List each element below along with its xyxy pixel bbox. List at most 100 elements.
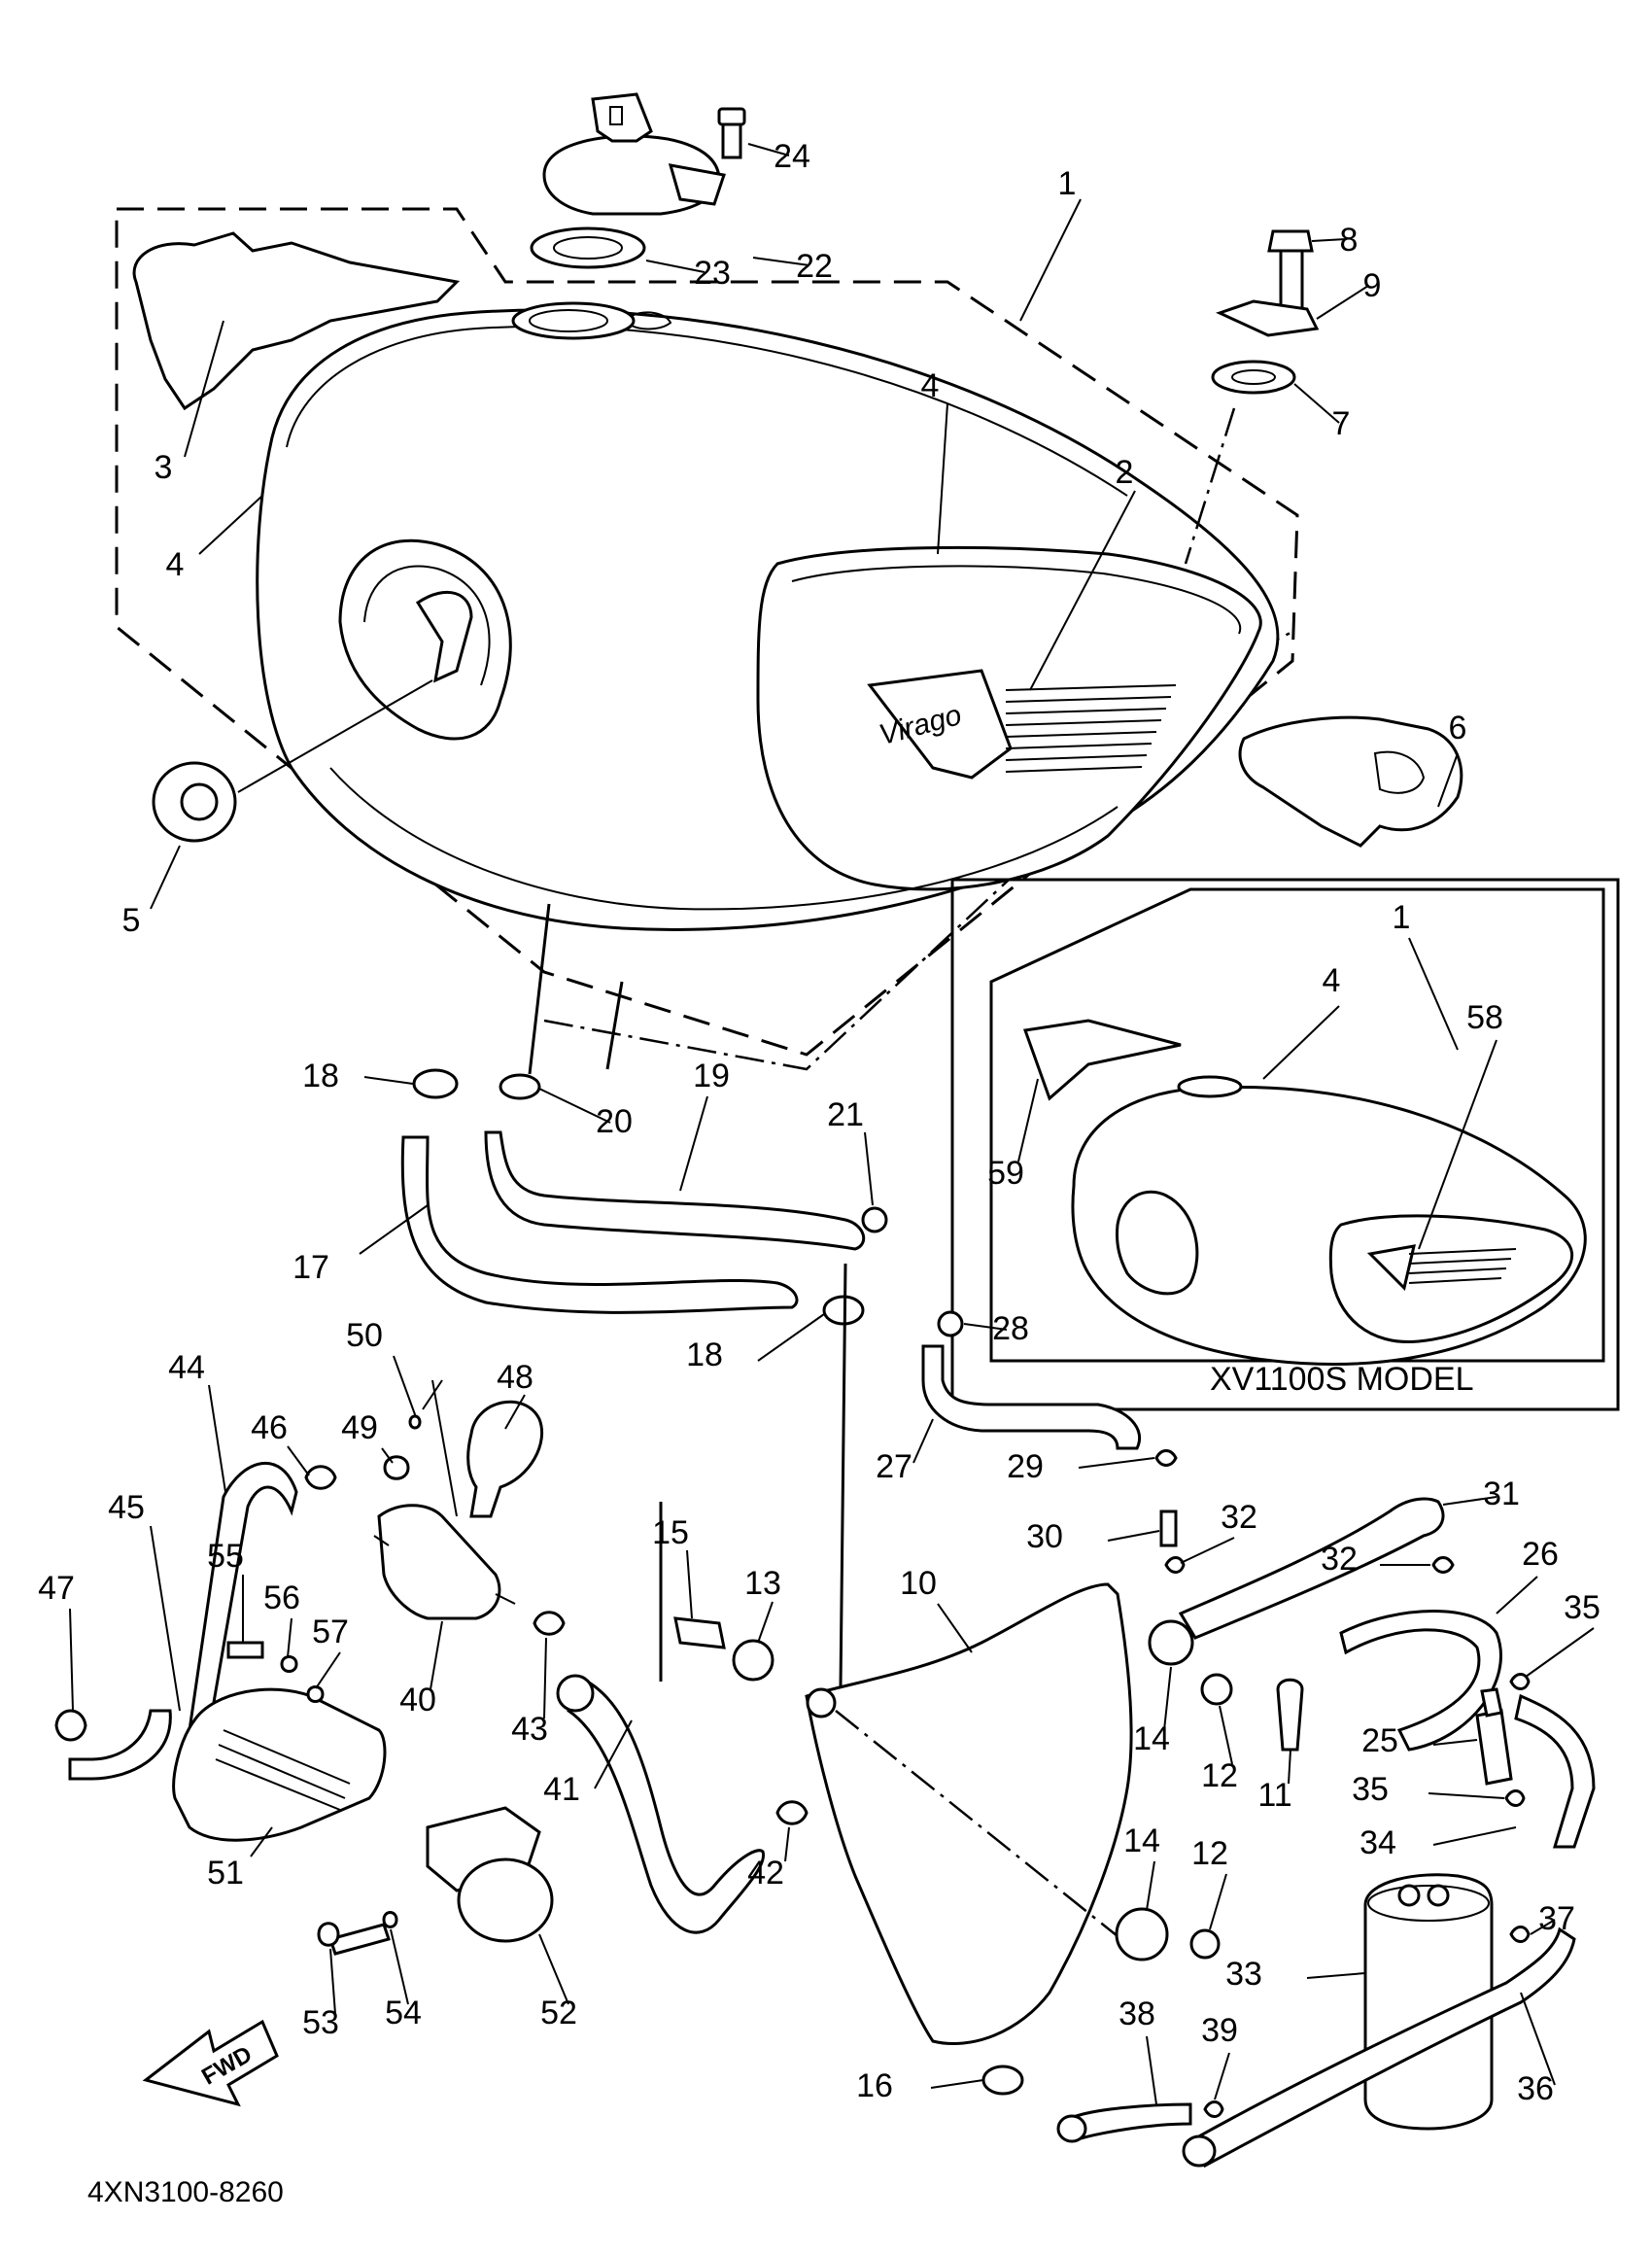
leader-line-c10 [937, 1603, 973, 1653]
callout-label-c8: 8 [1340, 222, 1359, 259]
hose-34 [1514, 1693, 1596, 1849]
leader-50-a [431, 1379, 458, 1517]
canister-port-right [1427, 1884, 1450, 1907]
grommet-13 [732, 1639, 774, 1682]
callout-label-c25: 25 [1361, 1722, 1398, 1759]
fitting-30 [1159, 1510, 1178, 1547]
leader-line-c35a [1525, 1627, 1595, 1678]
callout-label-c18a: 18 [302, 1058, 339, 1094]
leader-hose-17 [528, 903, 551, 1075]
front-mount-hardware [1184, 229, 1320, 565]
inset-side-panel [1328, 1214, 1573, 1344]
leader-line-c46 [287, 1445, 310, 1476]
bracket-6-shape [1238, 715, 1463, 848]
leader-line-c22 [752, 257, 810, 266]
callout-label-c54: 54 [385, 1995, 422, 2031]
bracket-6-part [1238, 715, 1463, 848]
xv1100s-inset: XV1100S MODEL [950, 878, 1620, 1411]
leader-line-c20 [538, 1088, 611, 1124]
forward-direction-arrow: FWD [142, 2019, 279, 2107]
fuel-filter-group [54, 1379, 566, 1781]
callout-label-c57: 57 [312, 1614, 349, 1650]
callout-label-c28: 28 [992, 1310, 1029, 1347]
fuel-tank-body: Virago [256, 301, 1280, 931]
callout-label-c9: 9 [1363, 267, 1382, 304]
leader-line-c12a [1219, 1705, 1233, 1765]
callout-label-c15: 15 [652, 1514, 689, 1551]
leader-line-c49 [381, 1447, 394, 1464]
clip-35-lower [1504, 1789, 1526, 1807]
hose-45 [68, 1709, 172, 1781]
leader-5 [237, 679, 433, 793]
leader-line-c52 [538, 1933, 569, 2005]
callout-label-c22: 22 [796, 248, 833, 285]
callout-label-c29: 29 [1007, 1448, 1044, 1485]
hose-27-group [921, 1001, 1178, 1467]
leader-line-c4i [1262, 1005, 1340, 1080]
leader-line-c39 [1214, 2052, 1230, 2100]
leader-line-c18b [757, 1313, 825, 1362]
leader-line-c53 [329, 1948, 336, 2015]
callout-label-c3: 3 [155, 449, 173, 486]
clip-35-upper [1509, 1673, 1531, 1690]
leader-line-c25 [1432, 1739, 1478, 1746]
callout-label-c13: 13 [744, 1565, 781, 1602]
callout-label-c20: 20 [596, 1103, 633, 1140]
leader-line-c31 [1442, 1496, 1497, 1506]
leader-line-c6 [1437, 752, 1459, 808]
callout-label-c24: 24 [774, 138, 810, 175]
leader-line-c13 [757, 1601, 774, 1644]
leader-line-c47 [69, 1608, 74, 1712]
hose-41-end [556, 1674, 595, 1713]
leader-line-c43 [543, 1637, 547, 1719]
leader-line-c11 [1288, 1749, 1291, 1785]
callout-label-c40: 40 [399, 1682, 436, 1718]
pump-51 [172, 1687, 387, 1842]
clip-32-left [1164, 1556, 1186, 1574]
callout-label-c51: 51 [207, 1855, 244, 1892]
filter-40-inlet [373, 1535, 390, 1546]
leader-line-c8 [1311, 238, 1347, 242]
callout-label-c1: 1 [1058, 165, 1077, 202]
callout-label-c41: 41 [543, 1771, 580, 1808]
callout-label-c12a: 12 [1201, 1757, 1238, 1794]
band-48 [466, 1400, 544, 1518]
leader-line-c2 [1029, 490, 1136, 691]
leader-line-c42 [784, 1826, 790, 1862]
clip-47 [54, 1709, 87, 1742]
leader-line-c1 [1019, 198, 1082, 322]
callout-label-c6: 6 [1449, 710, 1467, 746]
hose-31 [1178, 1497, 1445, 1640]
leader-line-c44 [208, 1384, 226, 1493]
leader-line-c38 [1146, 2035, 1157, 2105]
leader-line-c4a [198, 495, 263, 555]
callout-label-c47: 47 [38, 1570, 75, 1607]
callout-label-c42: 42 [747, 1855, 784, 1892]
washer-50 [408, 1414, 422, 1430]
leader-hose-20 [605, 981, 624, 1070]
leader-line-c50 [393, 1355, 417, 1418]
hose-41-group [556, 1674, 809, 1934]
washer-12-lower [1189, 1928, 1221, 1960]
leader-line-c17 [359, 1204, 429, 1255]
callout-label-c16: 16 [856, 2067, 893, 2104]
fuel-hoses-upper [400, 903, 888, 1326]
callout-label-c46: 46 [251, 1409, 288, 1446]
leader-line-c14a [1163, 1666, 1172, 1731]
leader-line-c3 [184, 320, 224, 458]
leader-line-c35b [1428, 1792, 1505, 1799]
callout-label-c14b: 14 [1123, 1822, 1160, 1859]
fwd-arrow-icon [142, 2019, 279, 2107]
leader-line-c57 [315, 1651, 341, 1689]
callout-label-c19: 19 [693, 1058, 730, 1094]
leader-line-c41 [594, 1719, 633, 1789]
fuel-cap-assembly [530, 92, 746, 269]
fuel-cap-lock-tab [668, 163, 726, 206]
leader-line-c23 [645, 260, 706, 273]
leader-line-c32a [1180, 1537, 1235, 1564]
callout-label-c30: 30 [1026, 1518, 1063, 1555]
callout-label-c49: 49 [341, 1409, 378, 1446]
inset-caption: XV1100S MODEL [1210, 1361, 1474, 1398]
filter-40-outlet [495, 1593, 516, 1605]
bolt-8 [1279, 246, 1304, 313]
